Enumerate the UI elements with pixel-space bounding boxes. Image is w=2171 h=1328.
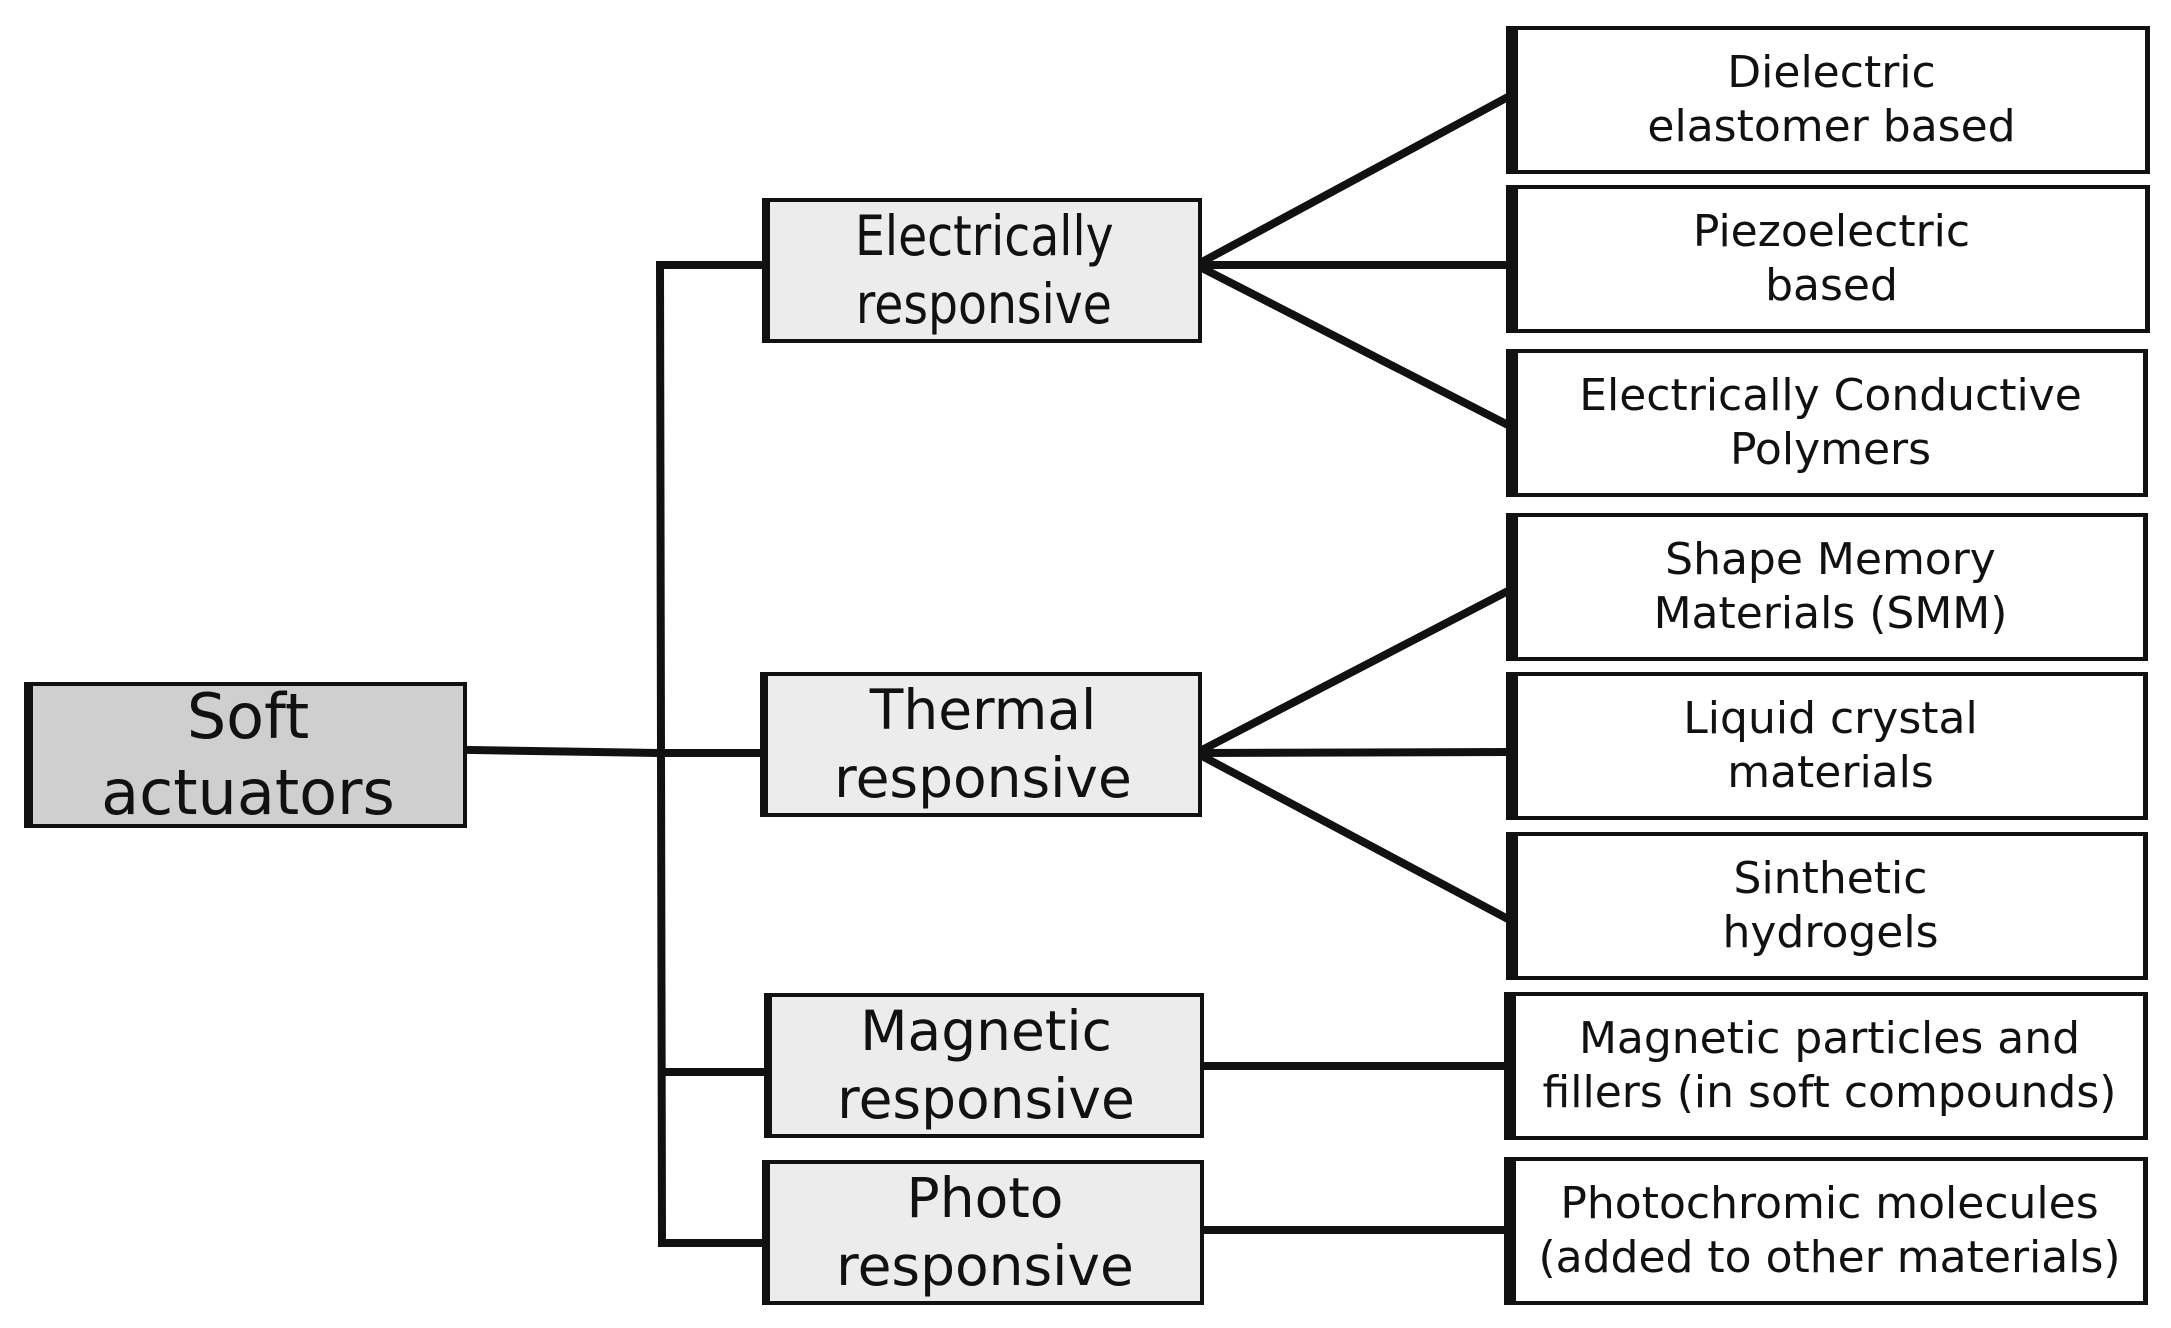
leaf-label-line2: based [1765,260,1898,311]
leaf-piezoelectric: Piezoelectric based [1506,185,2150,333]
root-label-line2: actuators [101,756,395,829]
category-label-line1: Magnetic [860,999,1112,1064]
connector-dielectric [1196,92,1512,268]
category-photo-responsive: Photo responsive [762,1160,1204,1305]
category-label-line1: Thermal [869,678,1097,743]
connector-root [465,745,665,758]
category-label-line1: Photo [906,1166,1064,1231]
connector-liquid-crystal [1197,747,1511,758]
leaf-shape-memory-materials: Shape Memory Materials (SMM) [1506,513,2148,661]
category-label-line2: responsive [856,271,1112,336]
leaf-label-line1: Piezoelectric [1692,206,1971,258]
category-label-line2: responsive [836,1233,1134,1298]
category-thermal-responsive: Thermal responsive [760,672,1202,817]
leaf-synthetic-hydrogels: Sinthetic hydrogels [1506,832,2148,980]
leaf-label-line1: Shape Memory [1665,534,1996,586]
leaf-dielectric-elastomer: Dielectric elastomer based [1506,26,2150,174]
leaf-label-line2: Polymers [1729,424,1932,475]
category-magnetic-responsive: Magnetic responsive [764,993,1204,1138]
leaf-label-line2: fillers (in soft compounds) [1542,1067,2117,1118]
category-label-line2: responsive [834,745,1132,810]
leaf-label-line1: Magnetic particles and [1578,1013,2081,1065]
category-label-line1: Electrically [854,204,1114,269]
leaf-label-line1: Sinthetic [1733,853,1928,905]
connector-smm [1196,586,1512,756]
leaf-label-line2: elastomer based [1647,101,2016,152]
category-electrically-responsive: Electrically responsive [762,198,1202,343]
leaf-label-line2: hydrogels [1722,907,1939,958]
leaf-label-line1: Electrically Conductive [1579,370,2082,422]
leaf-label-line2: (added to other materials) [1538,1232,2121,1283]
leaf-label-line1: Dielectric [1727,47,1936,99]
connector-hydrogels [1196,750,1512,924]
root-node-soft-actuators: Soft actuators [24,680,467,829]
leaf-label-line1: Liquid crystal [1683,693,1978,745]
leaf-magnetic-particles: Magnetic particles and fillers (in soft … [1504,992,2148,1140]
leaf-liquid-crystal: Liquid crystal materials [1506,672,2148,820]
leaf-conductive-polymers: Electrically Conductive Polymers [1506,349,2148,497]
leaf-label-line1: Photochromic molecules [1560,1178,2099,1230]
root-label-line1: Soft [186,680,310,754]
category-label-line2: responsive [837,1066,1135,1131]
connector-conductive-polymers [1196,262,1512,430]
leaf-label-line2: materials [1727,747,1934,798]
leaf-photochromic-molecules: Photochromic molecules (added to other m… [1504,1157,2148,1305]
leaf-label-line2: Materials (SMM) [1653,588,2008,639]
